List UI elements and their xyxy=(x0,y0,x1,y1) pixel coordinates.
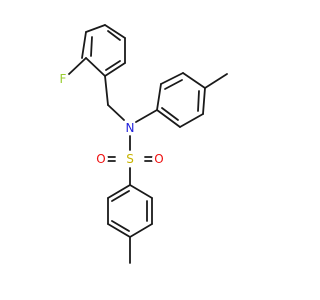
atom-background xyxy=(123,152,137,166)
bond xyxy=(104,75,109,106)
bond xyxy=(67,57,87,76)
bond xyxy=(164,79,183,90)
atom-background xyxy=(94,152,108,166)
atom-labels: F N S O O xyxy=(56,72,166,166)
atom-label-o: O xyxy=(96,152,105,166)
bonds xyxy=(67,24,228,264)
bond xyxy=(104,24,126,39)
bond xyxy=(135,109,158,123)
bond xyxy=(202,87,206,115)
atom-sulfur: S xyxy=(123,152,137,166)
bond xyxy=(105,60,121,71)
atom-label-f: F xyxy=(60,72,67,86)
bond xyxy=(81,31,87,59)
bond xyxy=(129,223,153,238)
bond xyxy=(111,220,130,232)
atom-background xyxy=(56,72,70,86)
bond xyxy=(104,62,126,77)
atom-label-o: O xyxy=(154,152,163,166)
bond xyxy=(182,72,206,89)
atom-label-s: S xyxy=(126,152,134,166)
bond xyxy=(107,184,131,199)
atom-oxygen-left: O xyxy=(94,152,108,166)
bond xyxy=(85,57,106,77)
bond xyxy=(107,104,125,121)
bond xyxy=(160,72,184,85)
atom-label-n: N xyxy=(126,121,135,135)
bond xyxy=(90,36,93,57)
bond xyxy=(85,24,106,33)
bond xyxy=(107,223,131,238)
atom-background xyxy=(152,152,166,166)
bond xyxy=(179,113,204,128)
bond xyxy=(156,83,162,111)
atom-fluorine: F xyxy=(56,72,70,86)
bond xyxy=(161,107,179,121)
atom-nitrogen: N xyxy=(123,121,137,135)
atom-oxygen-right: O xyxy=(152,152,166,166)
atom-background xyxy=(123,121,137,135)
molecule-structure: F N S O O xyxy=(56,24,228,264)
bond xyxy=(197,90,200,112)
bond xyxy=(111,190,130,202)
bond xyxy=(204,73,228,89)
bond xyxy=(129,184,153,199)
bond xyxy=(156,109,181,128)
bond xyxy=(107,30,121,41)
